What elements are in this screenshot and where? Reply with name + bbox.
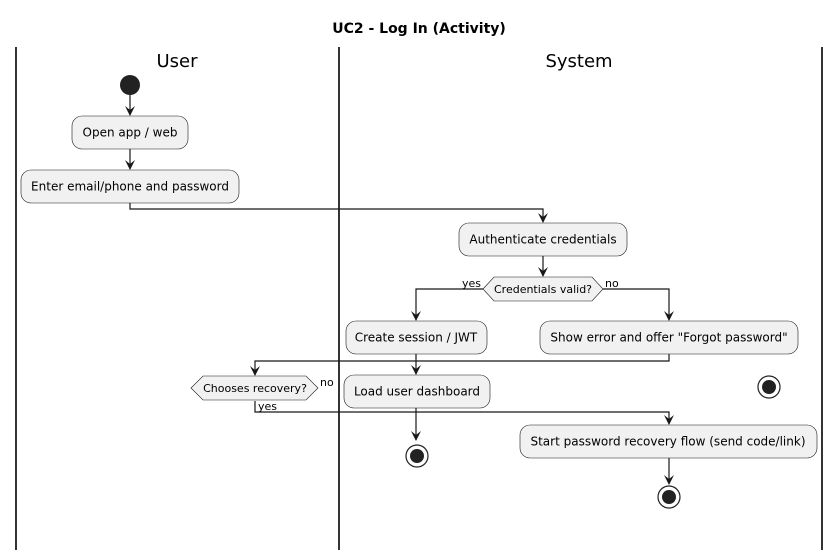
activity-open-app	[71, 115, 189, 150]
activity-create-session	[345, 320, 488, 355]
edge-valid-yes	[411, 288, 483, 321]
end-node-dashboard	[405, 444, 429, 468]
edge-enter-to-authenticate	[129, 203, 548, 223]
activity-create-session-label: Create session / JWT	[355, 331, 478, 345]
diagram-title: UC2 - Log In (Activity)	[332, 21, 506, 37]
end-node-recovery	[657, 485, 681, 509]
activity-start-recovery-label: Start password recovery flow (send code/…	[530, 435, 805, 449]
edge-label-recovery-yes: yes	[258, 400, 277, 413]
edge-valid-no	[603, 288, 674, 321]
activity-load-dashboard-label: Load user dashboard	[354, 385, 480, 399]
lane-title-system: System	[545, 51, 612, 72]
edge-label-recovery-no: no	[320, 376, 334, 389]
edges	[125, 95, 674, 485]
activity-start-recovery	[519, 424, 818, 459]
activity-show-error-label: Show error and offer "Forgot password"	[550, 331, 787, 345]
decision-chooses-recovery-label: Chooses recovery?	[203, 382, 307, 395]
decision-credentials-valid	[482, 276, 604, 302]
end-node-error	[757, 375, 781, 399]
edge-recovery-yes	[254, 401, 674, 425]
decision-credentials-valid-label: Credentials valid?	[494, 283, 592, 296]
activity-show-error	[539, 320, 799, 355]
edge-label-valid-no: no	[605, 277, 619, 290]
activity-load-dashboard	[343, 374, 491, 409]
activity-open-app-label: Open app / web	[83, 126, 178, 140]
activity-authenticate	[458, 222, 628, 257]
edge-error-to-recovery	[250, 354, 670, 376]
activity-enter-credentials-label: Enter email/phone and password	[31, 180, 229, 194]
start-node	[120, 75, 140, 95]
decision-chooses-recovery	[190, 375, 319, 401]
edge-label-valid-yes: yes	[462, 277, 481, 290]
activity-enter-credentials	[20, 169, 240, 204]
lane-title-user: User	[156, 51, 198, 72]
activity-authenticate-label: Authenticate credentials	[469, 233, 616, 247]
